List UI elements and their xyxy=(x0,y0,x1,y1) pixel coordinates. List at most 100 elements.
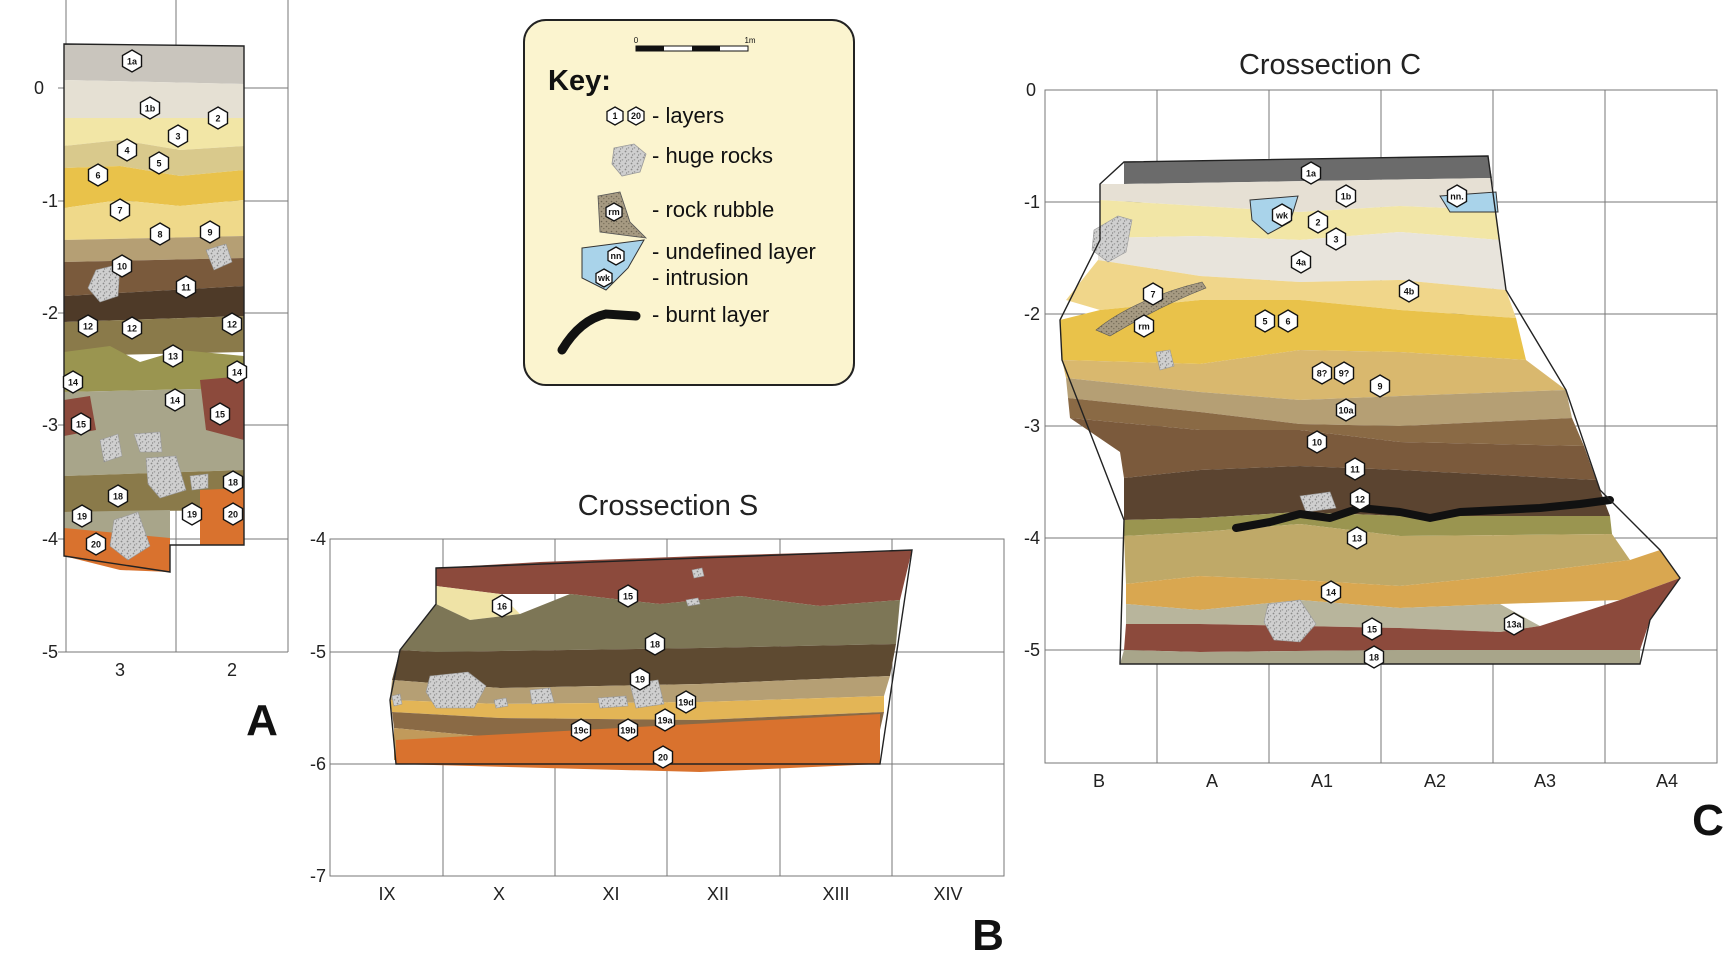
layer-marker-label: 11 xyxy=(1350,465,1360,475)
layer-marker-hex xyxy=(164,388,186,412)
legend-label-layers: - layers xyxy=(652,103,724,128)
layer-marker-label: 19 xyxy=(635,675,645,685)
panel-c-rocks xyxy=(1091,215,1337,643)
layer-marker-label: 19 xyxy=(187,510,197,520)
legend-hex-20: 20 xyxy=(627,106,645,126)
b-x-tick: X xyxy=(493,884,505,904)
svg-text:nn: nn xyxy=(611,251,622,261)
layer-marker-hex xyxy=(199,220,221,244)
layer-marker-label: 18 xyxy=(228,478,238,488)
legend-label-huge-rocks: - huge rocks xyxy=(652,143,773,168)
layer-marker-label: 20 xyxy=(658,753,668,763)
layer-marker-label: wk xyxy=(1275,211,1289,221)
layer-marker-label: 6 xyxy=(1285,317,1290,327)
layer-marker: 12 xyxy=(77,314,99,338)
b-x-tick: IX xyxy=(378,884,395,904)
scale-bar: 0 1m xyxy=(634,36,756,52)
panel-c-outline xyxy=(1059,155,1681,665)
layer-marker-hex xyxy=(1369,374,1391,398)
layer-marker-hex xyxy=(175,275,197,299)
layer-marker: 12 xyxy=(121,316,143,340)
layer-marker-hex xyxy=(1346,526,1368,550)
layer-marker-hex xyxy=(644,632,666,656)
layer-marker-hex xyxy=(617,718,639,742)
layer-marker-label: 12 xyxy=(1355,495,1365,505)
layer-marker-label: 3 xyxy=(1333,235,1338,245)
layer-marker-label: 10 xyxy=(1312,438,1322,448)
layer-marker-label: 2 xyxy=(215,114,220,124)
layer-marker: 1b xyxy=(1335,184,1357,208)
layer-marker-hex xyxy=(1344,457,1366,481)
layer-marker: 4a xyxy=(1290,250,1312,274)
layer-marker: 12 xyxy=(1349,487,1371,511)
layer-marker-hex xyxy=(1271,203,1293,227)
layer-marker-hex xyxy=(1320,580,1342,604)
layer-marker: 13 xyxy=(162,344,184,368)
a-y-tick: -1 xyxy=(42,191,58,211)
a-y-tick: -2 xyxy=(42,303,58,323)
layer-marker-label: 15 xyxy=(623,592,633,602)
layer-marker-label: 14 xyxy=(232,368,242,378)
layer-marker-hex xyxy=(62,370,84,394)
layer-marker: 5 xyxy=(148,151,170,175)
layer-marker-hex xyxy=(107,484,129,508)
layer-marker: 14 xyxy=(226,360,248,384)
layer-marker-label: 19c xyxy=(573,726,588,736)
svg-text:wk: wk xyxy=(597,273,611,283)
layer-marker: 14 xyxy=(164,388,186,412)
layer-marker-hex xyxy=(109,198,131,222)
layer-marker-hex xyxy=(1335,398,1357,422)
layer-marker-hex xyxy=(629,667,651,691)
layer-marker-label: 4 xyxy=(124,146,129,156)
layer-marker: 7 xyxy=(1142,282,1164,306)
layer-marker-hex xyxy=(226,360,248,384)
layer-marker: 2 xyxy=(1307,210,1329,234)
layer-marker-label: 4b xyxy=(1404,287,1415,297)
layer-marker: 9 xyxy=(1369,374,1391,398)
layer-marker: 20 xyxy=(652,745,674,769)
layer-marker-label: 15 xyxy=(215,410,225,420)
panel-a-outline xyxy=(63,43,245,573)
b-y-tick: -7 xyxy=(310,866,326,886)
layer-marker-hex xyxy=(1333,361,1355,385)
burnt-layer-line xyxy=(1232,496,1614,532)
layer-marker-label: 11 xyxy=(181,283,191,293)
layer-marker: 1b xyxy=(139,96,161,120)
layer-marker-hex xyxy=(121,49,143,73)
layer-marker: 19a xyxy=(654,708,676,732)
layer-marker: 6 xyxy=(87,163,109,187)
layer-marker: 14 xyxy=(1320,580,1342,604)
layer-marker: nn. xyxy=(1446,184,1468,208)
layer-marker-hex xyxy=(652,745,674,769)
a-y-tick: -3 xyxy=(42,415,58,435)
c-y-tick: -5 xyxy=(1024,640,1040,660)
layer-marker-label: 7 xyxy=(117,206,122,216)
layer-marker-hex xyxy=(1290,250,1312,274)
layer-marker-hex xyxy=(87,163,109,187)
legend-hex-1: 1 xyxy=(606,106,624,126)
panel-a-ticks: 0 -1 -2 -3 -4 -5 3 2 xyxy=(34,78,237,680)
layer-marker: 13 xyxy=(1346,526,1368,550)
layer-marker-hex xyxy=(1277,309,1299,333)
c-y-tick: -1 xyxy=(1024,192,1040,212)
layer-marker-label: 14 xyxy=(68,378,78,388)
layer-marker: 18 xyxy=(107,484,129,508)
c-y-tick: -2 xyxy=(1024,304,1040,324)
legend-box: 0 1m Key: 1 20 - layers - huge rocks rm … xyxy=(523,19,855,386)
layer-marker-hex xyxy=(111,254,133,278)
layer-marker: 10 xyxy=(111,254,133,278)
layer-marker: 16 xyxy=(491,594,513,618)
layer-marker: 11 xyxy=(1344,457,1366,481)
layer-marker-label: 18 xyxy=(1369,653,1379,663)
layer-marker: 8? xyxy=(1311,361,1333,385)
layer-marker-label: 15 xyxy=(76,420,86,430)
c-x-tick: A3 xyxy=(1534,771,1556,791)
a-x-tick: 2 xyxy=(227,660,237,680)
layer-marker-hex xyxy=(1142,282,1164,306)
layer-marker: 19 xyxy=(629,667,651,691)
c-y-tick: -4 xyxy=(1024,528,1040,548)
layer-marker-hex xyxy=(1300,161,1322,185)
panel-b-layers xyxy=(390,550,912,772)
